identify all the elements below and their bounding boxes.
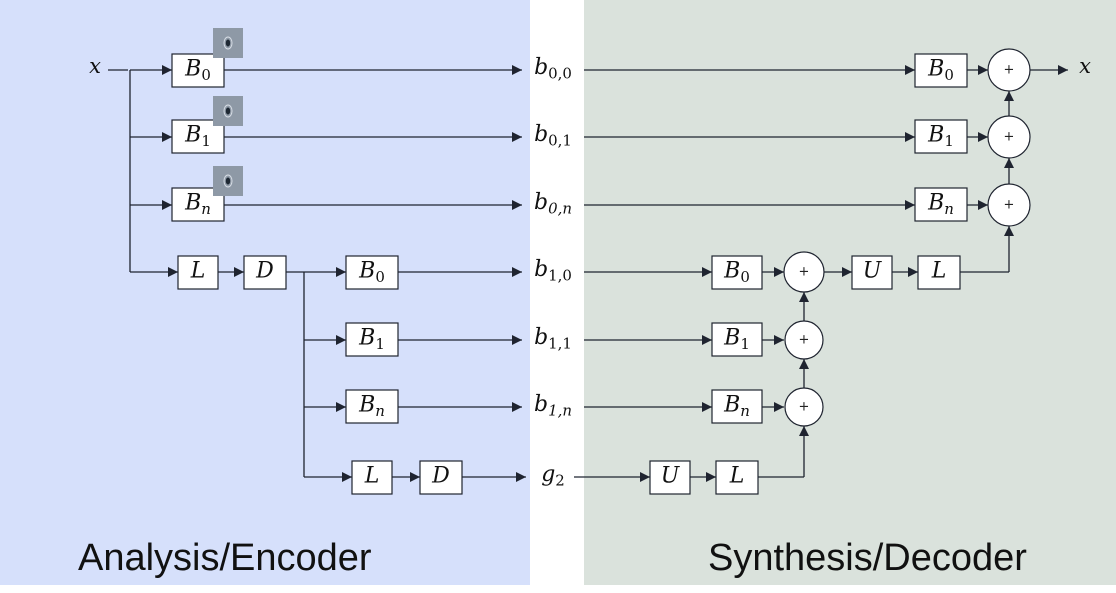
enc-b1-level1-box [345, 322, 399, 357]
dec-b1-level1-label: B1 [723, 325, 750, 353]
enc-lowpass-level1-label: L [364, 463, 380, 488]
dec-b1-level0-label: B1 [927, 122, 954, 150]
dec-lowpass-level0-label: L [931, 258, 947, 283]
coefficient-b0-0-label: b0,0 [534, 55, 572, 83]
adder-0-1-circle [987, 115, 1031, 159]
dec-b0-level1-box [711, 255, 763, 290]
synthesis-decoder-label: Synthesis/Decoder [708, 537, 1027, 579]
adder-1-n-plus: + [799, 400, 810, 415]
coefficient-b1-0-label: b1,0 [534, 257, 572, 285]
dec-bn-level1-label: Bn [723, 392, 750, 420]
filter-b1-thumbnail-kernel [225, 107, 231, 115]
dec-upsample-level1-label: U [661, 463, 681, 488]
enc-b0-level0-label: B0 [184, 56, 211, 84]
dec-b1-level1-box [711, 322, 763, 357]
dec-upsample-level1-box [649, 460, 691, 495]
adder-1-0-plus: + [799, 265, 810, 280]
analysis-encoder-label: Analysis/Encoder [78, 537, 372, 579]
filter-b1-thumbnail-kernel-halo [223, 104, 233, 118]
enc-downsample-level0-box [243, 255, 287, 290]
enc-bn-level1-label: Bn [358, 392, 385, 420]
enc-b0-level1-label: B0 [358, 258, 385, 286]
enc-b1-level1-label: B1 [358, 325, 385, 353]
coefficient-g2-label: g2 [541, 462, 565, 490]
coefficient-b0-1-label: b0,1 [534, 122, 572, 150]
enc-lowpass-level0-label: L [190, 258, 206, 283]
dec-upsample-level0-box [851, 255, 893, 290]
adder-0-1-plus: + [1004, 130, 1015, 145]
dec-bn-level0-box [914, 187, 968, 222]
adder-0-0-plus: + [1004, 63, 1015, 78]
coefficient-b1-n-label: b1,n [534, 392, 572, 420]
analysis-panel [0, 0, 530, 585]
adder-1-0-circle [783, 251, 825, 293]
filter-bn-thumbnail-kernel [225, 177, 231, 185]
dec-b0-level0-label: B0 [927, 56, 954, 84]
dec-b0-level0-box [914, 53, 968, 88]
adder-0-n-circle [987, 183, 1031, 227]
adder-0-n-plus: + [1004, 198, 1015, 213]
enc-downsample-level0-label: D [255, 258, 274, 283]
enc-b1-level0-label: B1 [184, 122, 211, 150]
adder-1-1-plus: + [799, 333, 810, 348]
enc-b0-level0-box [171, 53, 225, 88]
dec-lowpass-level1-box [715, 460, 759, 495]
dec-lowpass-level0-box [917, 255, 961, 290]
enc-downsample-level1-label: D [431, 463, 450, 488]
enc-lowpass-level1-box [351, 460, 393, 495]
filter-b0-thumbnail-kernel [225, 39, 231, 47]
dec-b1-level0-box [914, 119, 968, 154]
synthesis-panel [584, 0, 1116, 585]
coefficient-b0-n-label: b0,n [534, 190, 572, 218]
enc-lowpass-level0-box [177, 255, 219, 290]
filter-bn-thumbnail-kernel-halo [223, 174, 233, 188]
enc-bn-level1-box [345, 389, 399, 424]
output-x-label: x [1079, 54, 1091, 78]
dec-b0-level1-label: B0 [723, 258, 750, 286]
dec-lowpass-level1-label: L [729, 463, 745, 488]
enc-downsample-level1-box [419, 460, 463, 495]
dec-upsample-level0-label: U [863, 258, 883, 283]
input-x-label: x [89, 54, 101, 78]
adder-0-0-circle [987, 48, 1031, 92]
enc-bn-level0-label: Bn [184, 190, 211, 218]
enc-b0-level1-box [345, 255, 399, 290]
coefficient-b1-1-label: b1,1 [534, 325, 572, 353]
dec-bn-level1-box [711, 389, 763, 424]
adder-1-1-circle [784, 320, 824, 360]
filter-b0-thumbnail-kernel-halo [223, 36, 233, 50]
dec-bn-level0-label: Bn [927, 190, 954, 218]
adder-1-n-circle [784, 387, 824, 427]
